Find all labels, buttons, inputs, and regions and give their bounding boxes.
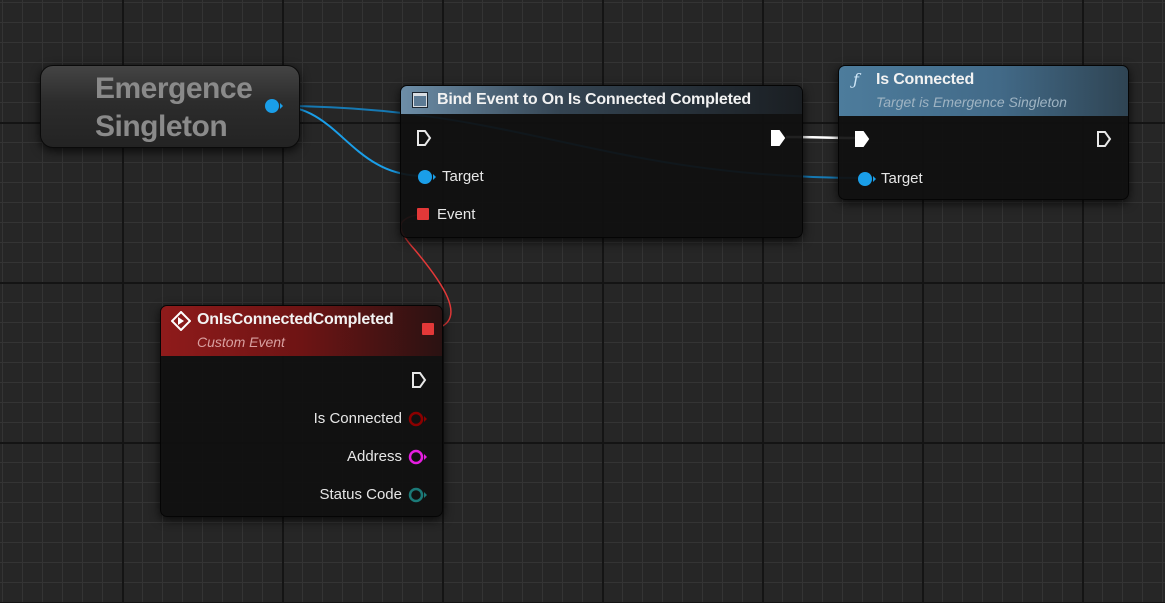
custom-event-node[interactable]: OnIsConnectedCompleted Custom Event Is C…	[160, 305, 443, 517]
is-connected-output-label: Is Connected	[313, 410, 402, 427]
exec-out-pin[interactable]	[411, 371, 427, 389]
emergence-singleton-variable-node[interactable]: Emergence Singleton	[40, 65, 300, 148]
status-code-output-label: Status Code	[319, 486, 402, 503]
int-output-pin[interactable]	[408, 486, 428, 504]
string-output-pin[interactable]	[408, 448, 428, 466]
target-input-pin[interactable]	[416, 168, 436, 186]
target-input-pin[interactable]	[856, 170, 876, 188]
is-connected-node[interactable]: ƒ Is Connected Target is Emergence Singl…	[838, 65, 1129, 200]
custom-event-subtitle: Custom Event	[197, 334, 285, 350]
is-connected-subtitle: Target is Emergence Singleton	[876, 94, 1067, 110]
variable-name: Emergence Singleton	[95, 72, 253, 143]
exec-out-pin[interactable]	[1096, 130, 1112, 148]
target-pin-label: Target	[881, 170, 923, 187]
event-icon	[171, 311, 191, 331]
event-delegate-pin[interactable]	[416, 207, 430, 221]
address-output-label: Address	[346, 448, 402, 465]
event-pin-label: Event	[437, 206, 476, 223]
bool-output-pin[interactable]	[408, 410, 428, 428]
function-icon: ƒ	[853, 70, 859, 89]
bind-event-node[interactable]: Bind Event to On Is Connected Completed …	[400, 85, 803, 238]
target-pin-label: Target	[442, 168, 484, 185]
custom-event-title: OnIsConnectedCompleted	[197, 311, 394, 328]
exec-out-pin[interactable]	[770, 129, 786, 147]
custom-event-header	[161, 306, 442, 356]
delegate-output-pin[interactable]	[421, 322, 435, 336]
exec-in-pin[interactable]	[416, 129, 432, 147]
delegate-icon	[412, 92, 428, 108]
is-connected-title: Is Connected	[876, 71, 975, 88]
bind-node-header	[401, 86, 802, 114]
exec-in-pin[interactable]	[854, 130, 870, 148]
object-output-pin[interactable]	[263, 97, 283, 115]
is-connected-header	[839, 66, 1128, 116]
bind-node-title: Bind Event to On Is Connected Completed	[437, 91, 751, 108]
